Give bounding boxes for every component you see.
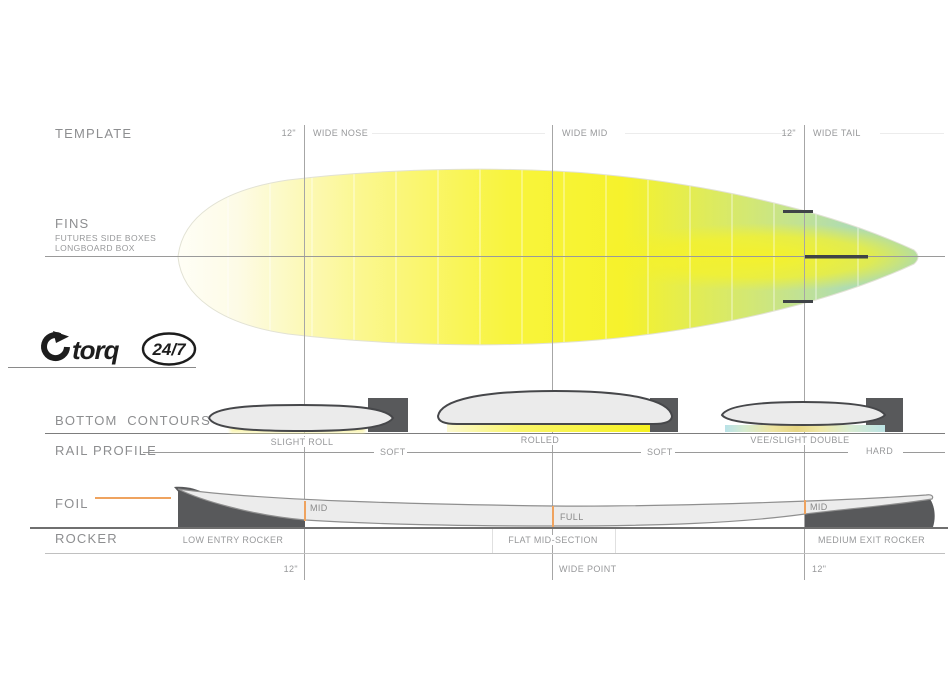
divider: [372, 133, 545, 134]
divider: [625, 133, 793, 134]
rocker-cell-border: [615, 527, 616, 553]
foil-mid-thickness-label: FULL: [560, 512, 584, 522]
fins-detail-2: LONGBOARD BOX: [55, 243, 135, 253]
rail-nose-label: SLIGHT ROLL: [267, 437, 337, 447]
foil-slab: [177, 488, 934, 527]
guide-line-nose-12in: [304, 125, 305, 433]
foil-nose-thickness-label: MID: [310, 503, 328, 513]
longboard-fin-box: [805, 255, 868, 259]
torq-logo-text: torq: [72, 335, 120, 365]
board-top-view: [177, 168, 919, 346]
foil-pointer-line: [95, 497, 171, 499]
rocker-cell-border: [492, 527, 493, 553]
rail-nose-edge-label: SOFT: [380, 447, 406, 457]
nose-rocker-fill: [178, 489, 305, 527]
wide-tail-label: WIDE TAIL: [813, 128, 861, 138]
contour-tail-section: [720, 398, 903, 432]
rocker-mid-label: FLAT MID-SECTION: [505, 535, 601, 545]
rocker-tail-label: MEDIUM EXIT ROCKER: [818, 535, 926, 545]
foil-marker-tail: [804, 500, 806, 514]
rail-line: [407, 452, 641, 453]
nose-offset-label: 12": [281, 128, 296, 138]
fins-detail-1: FUTURES SIDE BOXES: [55, 233, 157, 243]
rail-line: [675, 452, 848, 453]
contour-mid-section: [436, 389, 678, 432]
foil-baseline: [30, 527, 948, 529]
divider-below-contours: [45, 433, 945, 434]
rail-tail-label: VEE/SLIGHT DOUBLE: [747, 435, 853, 445]
section-label-rail-profile: RAIL PROFILE: [55, 443, 158, 458]
board-side-profile: [174, 486, 935, 527]
tail-offset-label: 12": [781, 128, 796, 138]
brand-divider-line: [8, 367, 196, 368]
tail-rocker-fill: [805, 499, 935, 527]
rail-tail-edge-label: HARD: [866, 446, 894, 456]
badge-247-text: 24/7: [151, 340, 187, 359]
wide-mid-label: WIDE MID: [562, 128, 608, 138]
divider: [880, 133, 944, 134]
contour-nose-section: [207, 398, 408, 433]
torq-logo-arrow-icon: [53, 331, 69, 343]
side-fin-box-top: [783, 210, 813, 213]
rail-line: [143, 452, 374, 453]
bottom-nose-offset-label: 12": [283, 564, 298, 574]
bottom-tail-offset-label: 12": [812, 564, 827, 574]
guide-line-tail-12in: [804, 125, 805, 433]
side-fin-box-bottom: [783, 300, 813, 303]
section-label-fins: FINS: [55, 216, 90, 231]
bottom-wide-point-label: WIDE POINT: [559, 564, 617, 574]
badge-247-logo: 24/7: [141, 332, 197, 366]
section-label-template: TEMPLATE: [55, 126, 133, 141]
torq-logo: torq: [41, 331, 121, 365]
rail-line: [903, 452, 945, 453]
section-label-bottom-contours: BOTTOM CONTOURS: [55, 413, 211, 428]
stringer-line: [45, 256, 945, 257]
foil-marker-mid: [552, 506, 554, 527]
section-label-foil: FOIL: [55, 496, 89, 511]
fin-boxes: [783, 210, 868, 303]
wide-nose-label: WIDE NOSE: [313, 128, 369, 138]
rocker-nose-label: LOW ENTRY ROCKER: [182, 535, 284, 545]
rail-mid-label: ROLLED: [517, 435, 563, 445]
section-label-rocker: ROCKER: [55, 531, 118, 546]
foil-tail-thickness-label: MID: [810, 502, 828, 512]
guide-line-wide-mid: [552, 125, 553, 433]
rail-mid-edge-label: SOFT: [647, 447, 673, 457]
foil-marker-nose: [304, 501, 306, 521]
divider-below-rocker: [45, 553, 945, 554]
